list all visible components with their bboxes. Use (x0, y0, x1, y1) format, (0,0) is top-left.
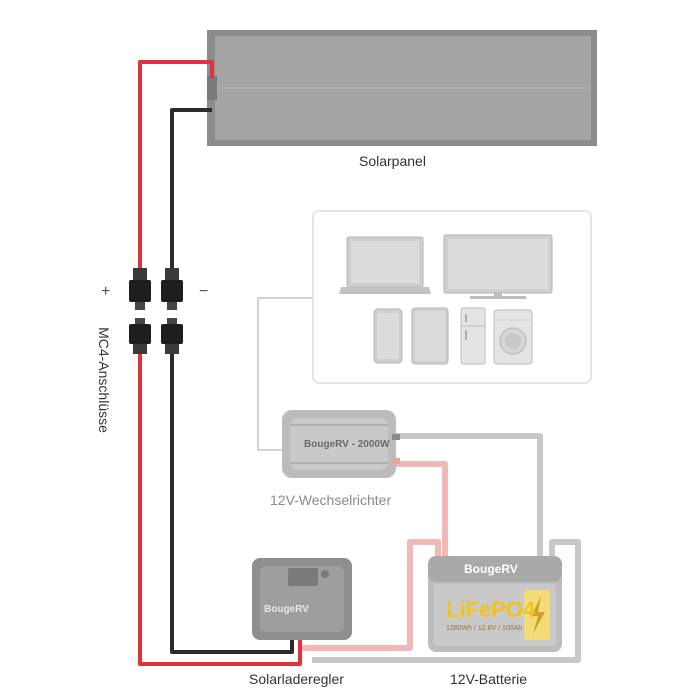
charge-controller-device (252, 558, 352, 640)
mc4-positive-lower (129, 318, 151, 354)
appliances-panel (312, 210, 592, 384)
mc4-positive-upper (129, 268, 151, 310)
charge-controller-label: Solarladeregler (249, 671, 344, 687)
inverter-brand-sep: - (351, 439, 358, 450)
battery-label: 12V-Batterie (450, 671, 528, 687)
mc4-negative-upper (161, 268, 183, 310)
inverter-brand: BougeRV - 2000W (304, 439, 389, 450)
tv-icon (443, 234, 553, 299)
battery-device (428, 556, 562, 652)
battery-brand: BougeRV (464, 562, 518, 576)
mc4-connectors (129, 268, 183, 354)
washing-machine-icon (493, 309, 533, 365)
inverter-label: 12V-Wechselrichter (270, 492, 392, 508)
mc4-connectors-label: MC4-Anschlüsse (96, 327, 112, 433)
minus-sign: − (199, 283, 209, 300)
solar-panel-label: Solarpanel (359, 153, 426, 169)
smartphone-icon (373, 308, 403, 364)
inverter-device (282, 410, 400, 478)
fridge-icon (460, 307, 486, 365)
laptop-icon (339, 236, 431, 294)
battery-chemistry: LiFePO4 (446, 597, 536, 622)
faded-wiring (257, 297, 581, 663)
solar-wiring (138, 60, 302, 666)
battery-spec: 1280Wh / 12.8V / 100Ah (446, 625, 523, 632)
charge-controller-brand: BougeRV (264, 604, 309, 615)
inverter-brand-name: BougeRV (304, 439, 349, 450)
inverter-power: 2000W (357, 439, 390, 450)
solar-panel (207, 30, 597, 146)
plus-sign: + (101, 283, 111, 300)
tablet-icon (411, 307, 449, 365)
mc4-negative-lower (161, 318, 183, 354)
